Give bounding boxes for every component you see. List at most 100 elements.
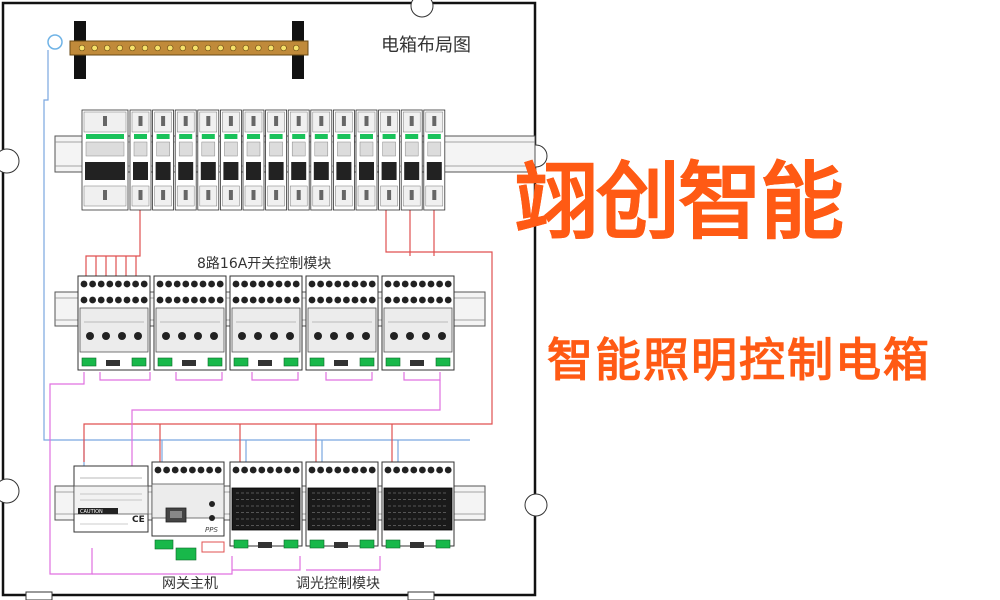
- busbar-hole: [179, 44, 186, 52]
- breaker-handle-icon: [223, 162, 239, 180]
- breaker-toggle-icon: [337, 134, 351, 139]
- screw-terminal-icon: [427, 280, 435, 288]
- bus-terminal-green: [309, 357, 325, 367]
- breaker-window: [246, 141, 261, 157]
- channel-button-icon: [254, 332, 262, 340]
- channel-button-icon: [102, 332, 110, 340]
- screw-terminal-icon: [115, 296, 122, 304]
- channel-button-icon: [438, 332, 446, 340]
- breaker-screw-icon: [409, 116, 414, 126]
- screw-terminal-icon: [368, 466, 376, 474]
- screw-terminal-icon: [191, 280, 198, 288]
- screw-terminal-icon: [249, 280, 257, 288]
- module-connector: [258, 542, 272, 548]
- bus-terminal-green: [157, 357, 173, 367]
- screw-terminal-icon: [89, 296, 96, 304]
- screw-terminal-icon: [292, 280, 300, 288]
- breaker-screw-icon: [138, 116, 143, 126]
- switch-module-face: [383, 307, 453, 353]
- breaker-handle-icon: [268, 162, 284, 180]
- bus-terminal-green: [385, 357, 401, 367]
- breaker-screw-icon: [103, 116, 107, 126]
- power-supply-unit: CAUTION CE: [73, 465, 149, 533]
- right-hinge-notch-bottom: [524, 493, 548, 517]
- breaker-window: [314, 141, 329, 157]
- channel-button-icon: [390, 332, 398, 340]
- screw-terminal-icon: [351, 466, 359, 474]
- breaker-toggle-icon: [360, 134, 373, 139]
- screw-terminal-icon: [343, 280, 350, 288]
- switch-module-face: [231, 307, 301, 353]
- busbar-hole: [129, 44, 136, 52]
- screw-terminal-icon: [284, 280, 291, 288]
- branch-breaker: [378, 109, 401, 211]
- screw-terminal-icon: [258, 466, 266, 474]
- breaker-toggle-icon: [292, 134, 306, 139]
- screw-terminal-icon: [360, 280, 367, 288]
- screw-terminal-icon: [165, 296, 173, 304]
- breaker-handle-icon: [359, 162, 374, 180]
- bus-terminal-green: [283, 357, 299, 367]
- screw-terminal-icon: [292, 466, 300, 474]
- breaker-toggle-icon: [427, 134, 441, 139]
- busbar-hole: [78, 44, 86, 52]
- status-led-icon: [209, 501, 215, 507]
- pink-bus-drop: [131, 380, 441, 468]
- screw-terminal-icon: [267, 280, 274, 288]
- screw-terminal-icon: [154, 466, 162, 474]
- screw-terminal-icon: [208, 296, 216, 304]
- screw-terminal-icon: [182, 280, 190, 288]
- bus-terminal-green: [283, 539, 299, 549]
- screw-terminal-icon: [325, 296, 333, 304]
- dimming-heatsink: [231, 487, 301, 531]
- breaker-screw-icon: [387, 116, 392, 126]
- breaker-window: [224, 141, 238, 157]
- branch-breaker: [287, 109, 310, 211]
- screw-terminal-icon: [208, 280, 216, 288]
- channel-button-icon: [134, 332, 142, 340]
- breaker-window: [201, 141, 216, 157]
- bus-terminal-green: [435, 539, 451, 549]
- screw-terminal-icon: [334, 466, 342, 474]
- screw-terminal-icon: [308, 466, 316, 474]
- screw-terminal-icon: [284, 466, 291, 474]
- switch-module: [305, 275, 379, 371]
- bus-terminal-green: [233, 357, 249, 367]
- screw-terminal-icon: [173, 280, 181, 288]
- channel-button-icon: [270, 332, 278, 340]
- screw-terminal-icon: [89, 280, 96, 288]
- breaker-screw-icon: [387, 190, 392, 200]
- channel-button-icon: [118, 332, 126, 340]
- breaker-toggle-icon: [247, 134, 260, 139]
- breaker-screw-icon: [296, 190, 301, 200]
- breaker-screw-icon: [161, 190, 166, 200]
- channel-button-icon: [406, 332, 414, 340]
- dimming-module: [381, 461, 455, 549]
- screw-terminal-icon: [360, 296, 367, 304]
- gateway-label: 网关主机: [162, 576, 218, 592]
- screw-terminal-icon: [325, 280, 333, 288]
- branch-breaker: [310, 109, 333, 211]
- top-hinge-notch: [410, 0, 434, 18]
- channel-button-icon: [238, 332, 246, 340]
- branch-breaker: [355, 109, 378, 211]
- brand-name: 翊创智能: [514, 153, 844, 251]
- breaker-handle-icon: [426, 162, 442, 180]
- earth-terminal-icon: [47, 34, 63, 50]
- screw-terminal-icon: [410, 280, 418, 288]
- screw-terminal-icon: [275, 280, 283, 288]
- branch-breaker: [219, 109, 242, 211]
- screw-terminal-icon: [258, 296, 266, 304]
- caution-label: CAUTION: [80, 509, 103, 515]
- breaker-screw-icon: [161, 116, 166, 126]
- screw-terminal-icon: [292, 296, 300, 304]
- breaker-screw-icon: [364, 116, 369, 126]
- breaker-toggle-icon: [269, 134, 283, 139]
- breaker-screw-icon: [319, 116, 324, 126]
- breaker-screw-icon: [409, 190, 414, 200]
- breaker-handle-icon: [291, 162, 307, 180]
- screw-terminal-icon: [80, 296, 88, 304]
- breaker-screw-icon: [341, 116, 346, 126]
- screw-terminal-icon: [317, 466, 324, 474]
- ce-mark-icon: CE: [132, 515, 145, 525]
